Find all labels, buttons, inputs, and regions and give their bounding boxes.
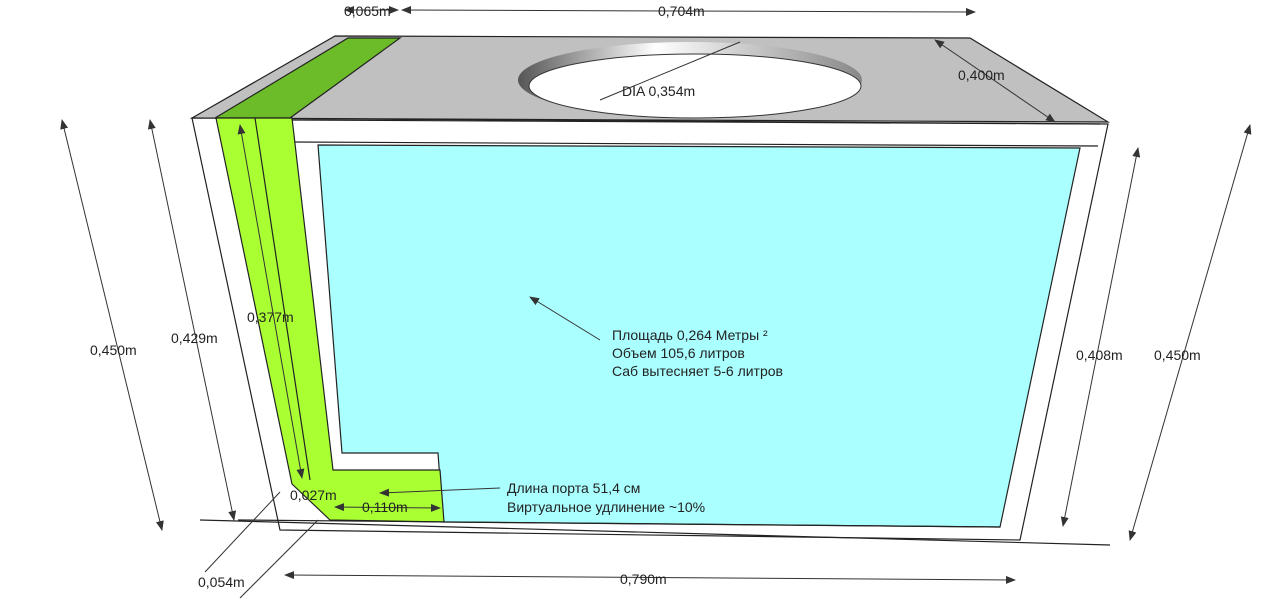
dim-top-depth: 0,400m [958,67,1005,83]
note-volume: Объем 105,6 литров [612,345,745,361]
dim-right-outer-height: 0,450m [1154,347,1201,363]
dim-right-inner-height: 0,408m [1076,347,1123,363]
note-virtual-extension: Виртуальное удлинение ~10% [507,499,705,515]
dim-port-bottom: 0,110m [362,499,408,515]
dim-port-corner: 0,027m [290,487,337,503]
dim-port-height: 0,377m [247,309,294,325]
note-port-length: Длина порта 51,4 см [507,480,640,496]
dim-left-inner-height: 0,429m [171,330,218,346]
dim-left-outer-height: 0,450m [90,342,137,358]
dim-top-width: 0,704m [658,3,705,19]
dim-hole-dia: DIA 0,354m [622,83,695,99]
speaker-hole [528,53,862,119]
dim-top-strip: 0,065m [344,3,391,19]
note-sub-displacement: Саб вытесняет 5-6 литров [612,363,783,379]
note-area: Площадь 0,264 Метры ² [612,327,768,343]
dim-port-diag: 0,054m [198,574,245,590]
dim-bottom-width: 0,790m [620,571,667,587]
